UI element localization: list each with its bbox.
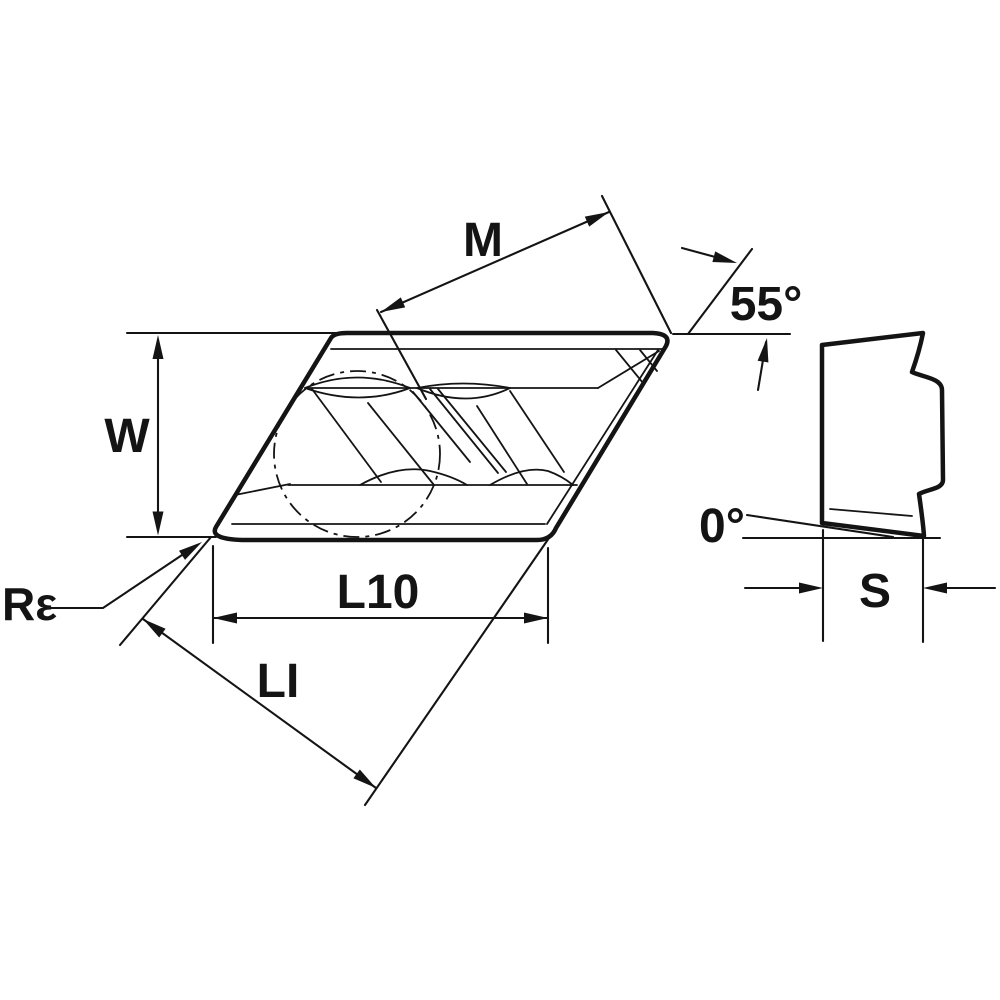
label-corner-angle: 55° bbox=[730, 278, 803, 331]
side-view: 0° S bbox=[699, 330, 997, 644]
dim-clearance-angle: 0° bbox=[699, 500, 942, 553]
dim-l10: L10 bbox=[211, 544, 550, 645]
label-m: M bbox=[463, 214, 503, 267]
label-clearance-angle: 0° bbox=[699, 500, 745, 553]
inscribed-circle bbox=[273, 370, 441, 538]
side-outline bbox=[819, 330, 946, 539]
dim-li: LI bbox=[118, 520, 562, 807]
dim-m: M bbox=[375, 194, 673, 401]
insert-outline bbox=[212, 330, 670, 543]
label-thickness: S bbox=[859, 565, 891, 618]
label-w: W bbox=[104, 410, 150, 463]
dim-corner-angle: 55° bbox=[671, 246, 803, 392]
side-edge-line bbox=[829, 508, 913, 517]
chip-breaker-details bbox=[231, 348, 663, 525]
label-corner-radius: Rε bbox=[2, 578, 57, 630]
dim-s: S bbox=[743, 528, 997, 644]
dim-w: W bbox=[104, 331, 345, 539]
label-li: LI bbox=[257, 655, 300, 708]
label-l10: L10 bbox=[337, 566, 420, 619]
dim-corner-radius: Rε bbox=[2, 542, 202, 630]
plan-view: W M 55° L10 bbox=[2, 194, 803, 807]
